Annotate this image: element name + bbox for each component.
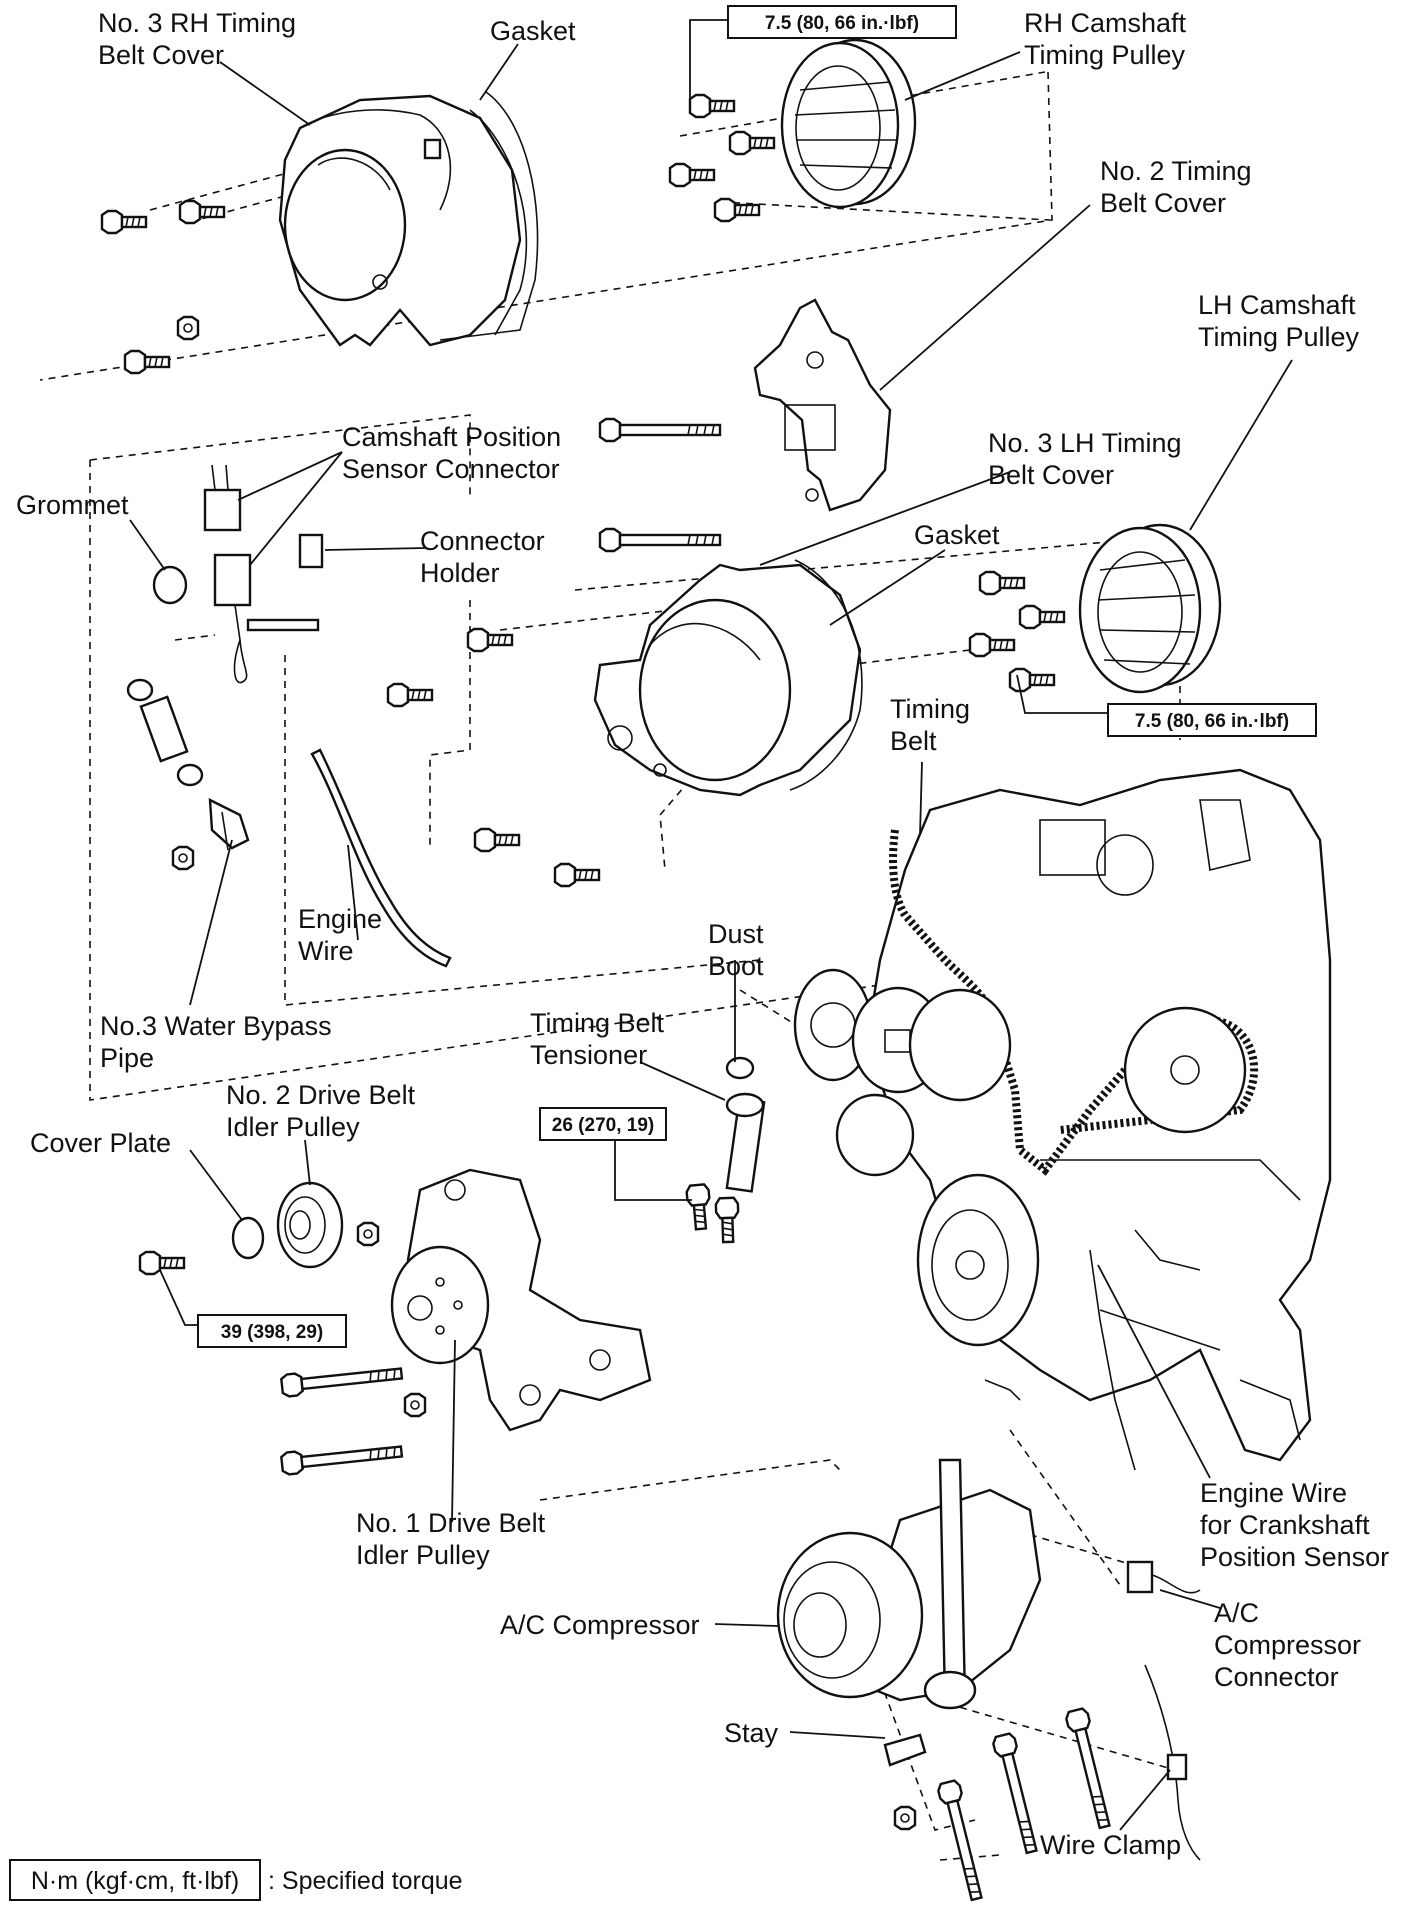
lh-pulley-bolt xyxy=(1018,604,1066,630)
rh-cover-bolt xyxy=(100,209,148,235)
label-gasket-top: Gasket xyxy=(490,16,576,46)
label-stay: Stay xyxy=(724,1718,779,1748)
wire-clamp xyxy=(1144,1664,1201,1861)
rh-cover-nut xyxy=(176,315,200,341)
idler-nut xyxy=(356,1221,380,1247)
rh-pulley-bolt xyxy=(728,130,776,156)
rh-cover-bolt xyxy=(123,349,171,375)
torque-tensioner-text: 26 (270, 19) xyxy=(552,1115,654,1136)
lh-pulley-bolt xyxy=(1008,667,1056,693)
leader-lines xyxy=(129,19,1293,1831)
label-grommet: Grommet xyxy=(16,490,129,520)
grommet xyxy=(152,565,188,605)
connector-holder xyxy=(298,533,324,569)
engine-pulleys xyxy=(793,968,1247,1401)
no2-cover-bolt xyxy=(598,417,722,443)
stay xyxy=(883,1733,927,1767)
no2-cover-bolt xyxy=(598,527,722,553)
label-no1-idler: No. 1 Drive Belt Idler Pulley xyxy=(356,1508,553,1570)
cover-plate xyxy=(231,1216,265,1260)
idler-bolt xyxy=(279,1361,404,1399)
lh-cover-bolt xyxy=(473,827,521,853)
rh-cover-bolt xyxy=(178,199,226,225)
legend: N·m (kgf·cm, ft·lbf) : Specified torque xyxy=(9,1859,463,1901)
label-lh-cover: No. 3 LH Timing Belt Cover xyxy=(988,428,1189,490)
label-ac-compressor: A/C Compressor xyxy=(500,1610,700,1640)
torque-spec-lh-pulley: 7.5 (80, 66 in.·lbf) xyxy=(1107,703,1317,737)
legend-unit: N·m (kgf·cm, ft·lbf) xyxy=(31,1867,239,1895)
label-cover-plate: Cover Plate xyxy=(30,1128,171,1158)
rh-pulley-bolt xyxy=(688,93,736,119)
torque-spec-tensioner: 26 (270, 19) xyxy=(539,1107,667,1141)
label-timing-belt: Timing Belt xyxy=(890,694,978,756)
crankshaft-wire xyxy=(1089,1229,1201,1471)
label-dust-boot: Dust Boot xyxy=(708,919,771,981)
lh-gasket xyxy=(789,559,863,791)
label-crank-wire: Engine Wire for Crankshaft Position Sens… xyxy=(1200,1478,1389,1572)
camshaft-position-sensor-connector xyxy=(203,464,320,684)
engine-block xyxy=(868,768,1332,1462)
ac-bolt xyxy=(990,1731,1044,1856)
idler-bolt xyxy=(138,1250,186,1276)
rh-timing-belt-cover xyxy=(278,94,528,347)
lh-pulley-bolt xyxy=(968,632,1016,658)
label-rh-cover: No. 3 RH Timing Belt Cover xyxy=(98,8,304,70)
label-no2-idler: No. 2 Drive Belt Idler Pulley xyxy=(226,1080,423,1142)
label-bypass-pipe: No.3 Water Bypass Pipe xyxy=(100,1011,339,1073)
lh-cover-bolt xyxy=(466,627,514,653)
lh-camshaft-timing-pulley xyxy=(1078,523,1222,694)
torque-spec-idler: 39 (398, 29) xyxy=(197,1314,347,1348)
engine-wire xyxy=(310,748,452,968)
ac-compressor xyxy=(776,1458,1042,1710)
legend-text: : Specified torque xyxy=(268,1867,463,1895)
timing-belt-tensioner xyxy=(725,1056,766,1193)
lh-pulley-bolt xyxy=(978,570,1026,596)
lh-cover-bolt xyxy=(386,682,434,708)
label-no2-cover: No. 2 Timing Belt Cover xyxy=(1100,156,1259,218)
lh-cover-bolt xyxy=(553,862,601,888)
ac-compressor-connector xyxy=(1126,1560,1201,1594)
bypass-pipe-nut xyxy=(171,845,195,871)
torque-rh-text: 7.5 (80, 66 in.·lbf) xyxy=(765,13,919,34)
label-connector-holder: Connector Holder xyxy=(420,526,552,588)
torque-idler-text: 39 (398, 29) xyxy=(221,1322,323,1343)
idler-bolt xyxy=(279,1439,404,1477)
rh-pulley-bolt xyxy=(668,162,716,188)
label-tensioner: Timing Belt Tensioner xyxy=(530,1008,672,1070)
ac-bolt xyxy=(1063,1706,1117,1831)
label-cam-sensor: Camshaft Position Sensor Connector xyxy=(342,422,569,484)
tensioner-bolt xyxy=(684,1182,714,1232)
no2-drive-belt-idler-pulley xyxy=(276,1181,344,1269)
ac-nut xyxy=(893,1805,917,1831)
label-wire-clamp: Wire Clamp xyxy=(1040,1830,1181,1860)
rh-camshaft-timing-pulley xyxy=(780,38,917,209)
no2-timing-belt-cover xyxy=(753,298,892,512)
label-lh-pulley: LH Camshaft Timing Pulley xyxy=(1198,290,1363,352)
idler-nut xyxy=(403,1392,427,1418)
no1-drive-belt-idler-pulley xyxy=(390,1245,490,1365)
rh-gasket xyxy=(439,91,539,341)
water-bypass-pipe xyxy=(126,678,250,851)
lh-timing-belt-cover xyxy=(593,563,862,797)
tensioner-bolt xyxy=(714,1196,741,1244)
label-engine-wire: Engine Wire xyxy=(298,904,390,966)
label-ac-connector: A/C Compressor Connector xyxy=(1214,1598,1369,1692)
label-rh-pulley: RH Camshaft Timing Pulley xyxy=(1024,8,1194,70)
label-gasket-mid: Gasket xyxy=(914,520,1000,550)
torque-lh-text: 7.5 (80, 66 in.·lbf) xyxy=(1135,711,1289,732)
ac-bolt xyxy=(935,1778,989,1903)
torque-spec-rh-pulley: 7.5 (80, 66 in.·lbf) xyxy=(727,5,957,39)
